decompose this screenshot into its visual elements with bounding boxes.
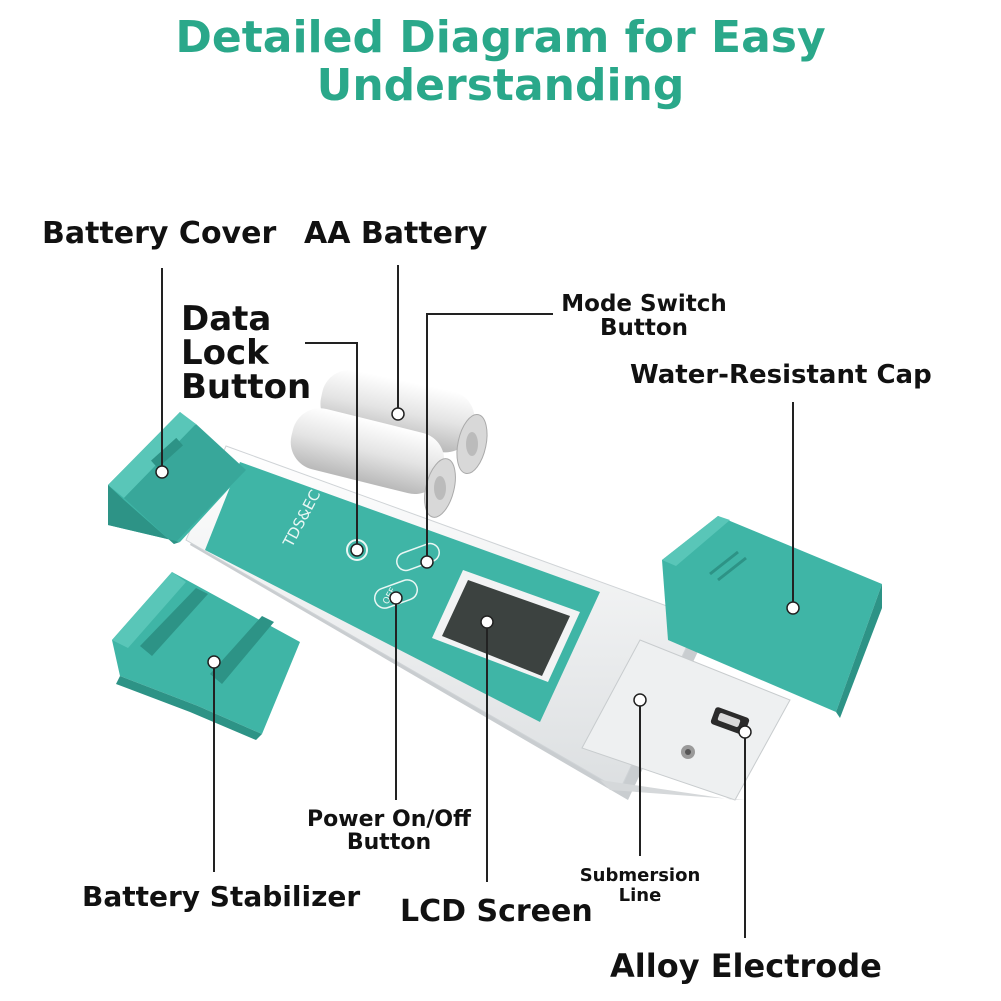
label-data-lock-button: Data Lock Button <box>181 302 311 404</box>
battery-stabilizer <box>112 572 300 740</box>
label-alloy-electrode: Alloy Electrode <box>610 947 882 985</box>
label-battery-cover: Battery Cover <box>42 216 277 251</box>
leader-lines <box>161 265 794 938</box>
aa-battery-bottom <box>290 408 456 518</box>
label-mode-switch-line-1: Mode Switch <box>561 291 727 317</box>
battery-cover <box>108 412 246 544</box>
water-resistant-cap <box>662 516 882 718</box>
label-submersion-line: Submersion Line <box>572 866 708 906</box>
label-water-resistant-cap: Water-Resistant Cap <box>630 360 932 390</box>
label-aa-battery: AA Battery <box>304 216 488 251</box>
page-title-line-2: Understanding <box>316 60 685 111</box>
label-mode-switch-line-2: Button <box>599 315 689 342</box>
label-power-button: Power On/Off Button <box>296 808 482 854</box>
label-mode-switch-button: Mode Switch Button <box>552 292 736 340</box>
label-data-lock-line-3: Button <box>181 367 312 407</box>
label-data-lock-line-1: Data <box>181 299 272 339</box>
label-power-line-1: Power On/Off <box>307 807 471 832</box>
page-title-line-1: Detailed Diagram for Easy <box>175 12 826 63</box>
label-submersion-line-1: Submersion <box>579 865 701 886</box>
mode-switch-button <box>396 542 440 572</box>
label-lcd-screen: LCD Screen <box>400 894 593 929</box>
leader-dots <box>155 407 800 739</box>
label-battery-stabilizer: Battery Stabilizer <box>82 880 361 913</box>
label-submersion-line-2: Line <box>618 885 662 906</box>
lcd-screen <box>432 570 580 682</box>
label-power-line-2: Button <box>346 830 432 856</box>
label-data-lock-line-2: Lock <box>181 333 269 373</box>
